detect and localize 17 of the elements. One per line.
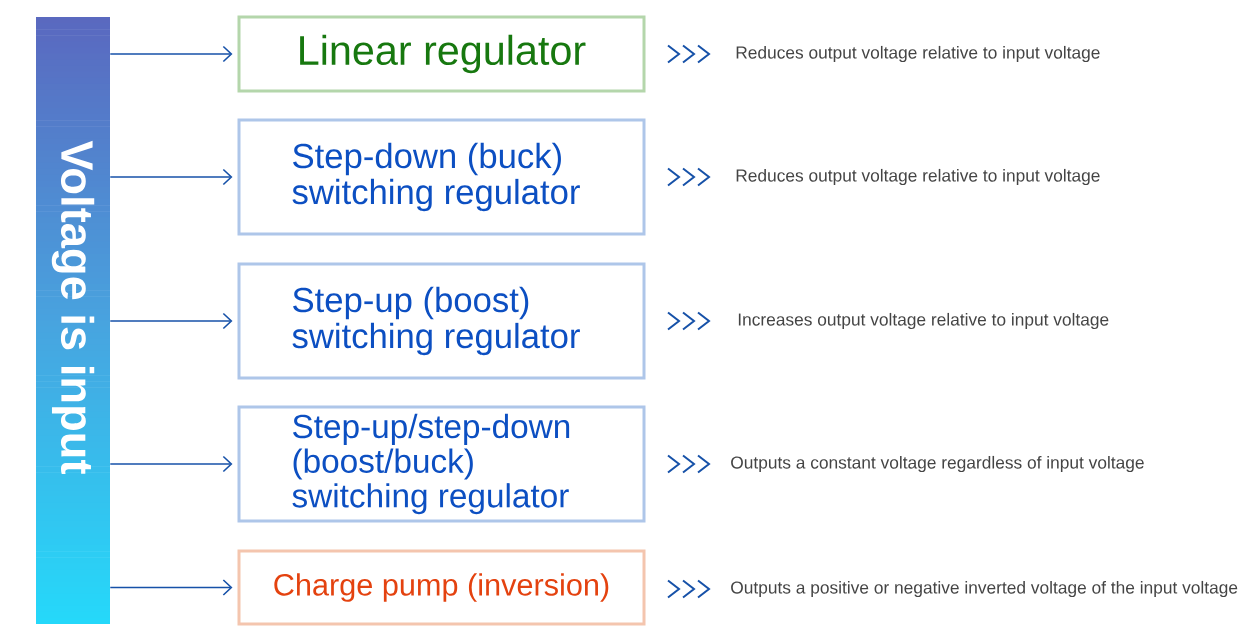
regulator-box: Linear regulator bbox=[237, 15, 646, 93]
description-text: Outputs a constant voltage regardless of input voltage bbox=[731, 455, 1144, 473]
vertical-banner bbox=[36, 17, 110, 624]
arrow bbox=[109, 45, 233, 63]
description-text: Reduces output voltage relative to input voltage bbox=[736, 45, 1100, 63]
description-text: Increases output voltage relative to input voltage bbox=[738, 312, 1109, 330]
arrow bbox=[109, 168, 233, 186]
regulator-box: Step-down (buck) switching regulator bbox=[237, 118, 646, 236]
banner-label: Voltage is input bbox=[51, 140, 95, 475]
regulator-box: Step-up (boost) switching regulator bbox=[237, 262, 646, 380]
arrow bbox=[109, 455, 233, 473]
arrow bbox=[109, 579, 233, 596]
regulator-box: Step-up/step-down (boost/buck) switching regulator bbox=[237, 405, 646, 523]
description-text: Reduces output voltage relative to input voltage bbox=[736, 168, 1100, 186]
regulator-box: Charge pump (inversion) bbox=[237, 549, 646, 626]
description-text: Outputs a positive or negative inverted voltage of the input voltage bbox=[731, 580, 1238, 598]
arrow bbox=[109, 312, 233, 330]
